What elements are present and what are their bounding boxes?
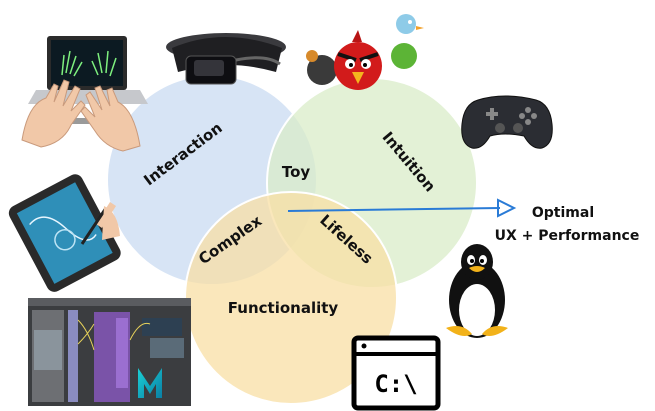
ux-performance-label: UX + Performance (495, 228, 640, 244)
angry-birds-icon (306, 14, 424, 90)
functionality-label: Functionality (228, 299, 339, 317)
arrow-head-icon (497, 198, 517, 218)
leap-motion-hands-icon (21, 36, 148, 152)
hololens-headset-icon (166, 33, 286, 85)
maya-node-editor-icon (28, 298, 191, 406)
terminal-text: C:\ (374, 370, 417, 398)
command-prompt-icon: C:\ (351, 335, 441, 411)
tux-penguin-icon (446, 244, 508, 338)
optimal-label: Optimal (532, 205, 594, 221)
gamepad-icon (461, 95, 553, 149)
venn-circles (106, 74, 478, 405)
toy-label: Toy (282, 163, 311, 181)
drawing-tablet-icon (8, 174, 121, 292)
optimal-arrow (287, 198, 517, 218)
